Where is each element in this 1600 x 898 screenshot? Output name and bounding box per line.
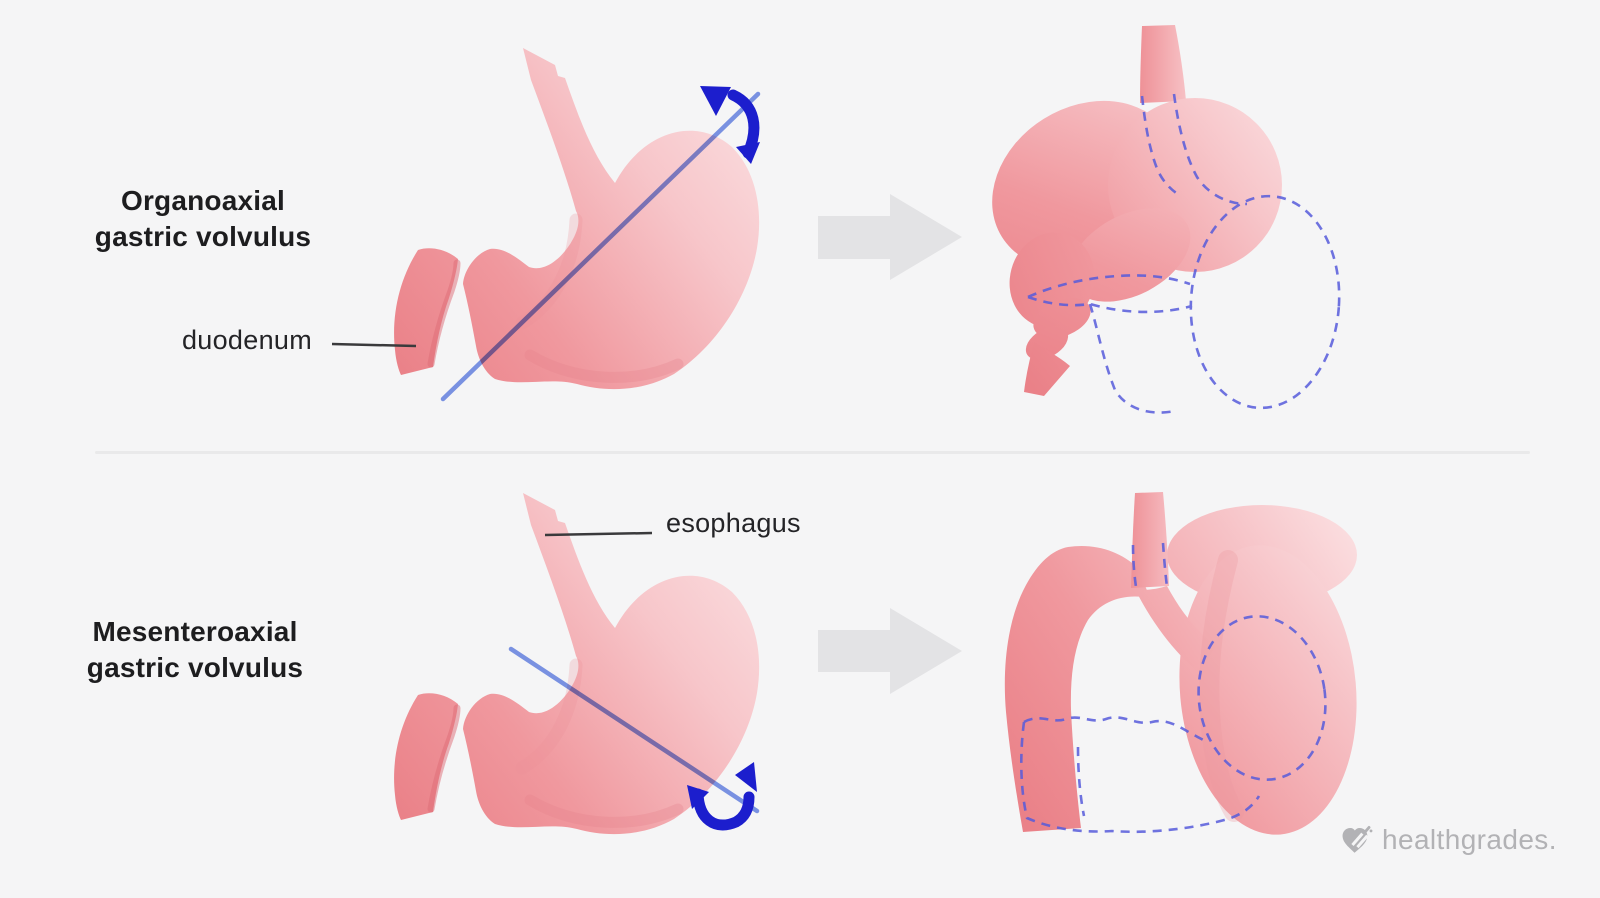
organoaxial-section-title: Organoaxial gastric volvulus [58, 183, 348, 255]
title-line-1: Mesenteroaxial [92, 616, 298, 647]
esophagus-stub [1131, 492, 1169, 588]
mesenteroaxial-normal-stomach [394, 493, 759, 834]
transform-arrow-icon [818, 194, 962, 280]
organoaxial-normal-stomach [394, 48, 759, 389]
title-line-2: gastric volvulus [94, 221, 312, 252]
duodenum-leader-line [331, 342, 417, 348]
transform-arrow-icon [818, 608, 962, 694]
esophagus-label: esophagus [666, 508, 801, 538]
organoaxial-twisted-stomach [992, 25, 1282, 396]
healthgrades-logo: healthgrades. [1338, 820, 1557, 860]
organoaxial-rotation-axis-line [440, 91, 761, 402]
healthgrades-heart-icon [1342, 825, 1373, 853]
duodenum-stub [1024, 342, 1070, 396]
gastric-funnel [1135, 586, 1216, 673]
esophagus-tube [1140, 25, 1186, 103]
mesenteroaxial-rotation-arrow-icon [687, 762, 757, 831]
section-divider [95, 451, 1530, 454]
title-line-2: gastric volvulus [86, 652, 304, 683]
organoaxial-original-position-dashed-outline [1027, 93, 1341, 414]
mesenteroaxial-section-title: Mesenteroaxial gastric volvulus [50, 614, 340, 686]
mesenteroaxial-rotation-axis-line [508, 646, 760, 814]
mesenteroaxial-twisted-stomach [1004, 492, 1357, 835]
organoaxial-rotation-arrow-icon [700, 86, 760, 164]
healthgrades-wordmark: healthgrades. [1382, 824, 1557, 855]
mesenteroaxial-original-position-dashed-outline [1020, 542, 1327, 834]
esophagus-leader-line [544, 531, 653, 537]
duodenum-label: duodenum [181, 325, 312, 355]
duodenum-loop-tube [1004, 545, 1150, 832]
title-line-1: Organoaxial [120, 185, 286, 216]
